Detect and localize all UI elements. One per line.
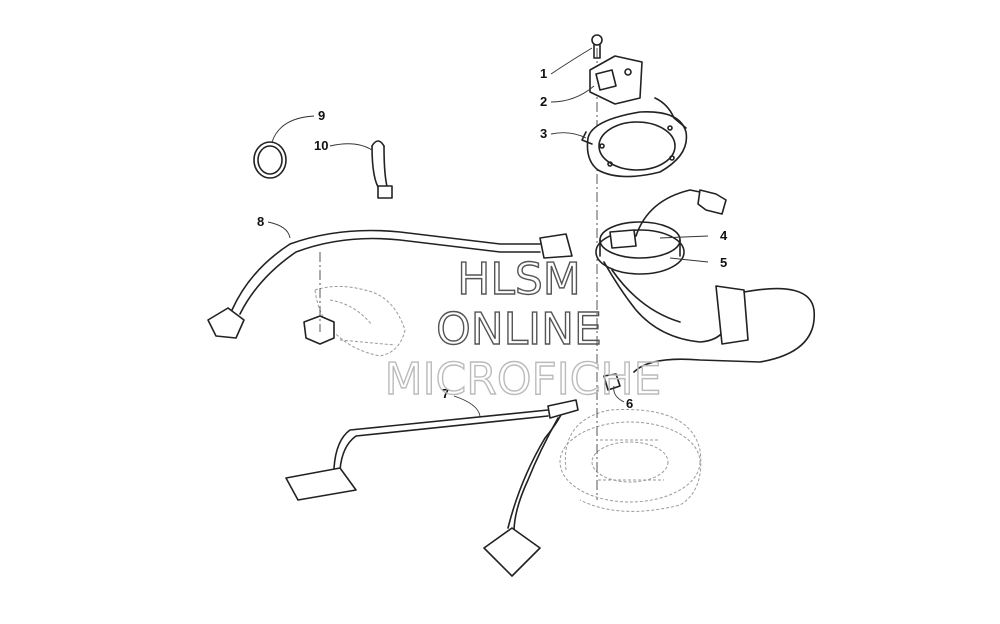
fuel-hose-quick-connector [539,233,573,259]
pump-harness-connector [697,189,727,215]
fuel-pump-connector-ghost [303,315,335,345]
watermark-line-2: ONLINE [436,304,602,355]
fuel-pump-assembly-part [595,189,815,373]
pump-filter-sleeve [715,285,749,345]
vent-pad-left [285,467,357,501]
watermark-line-3: MICROFICHE [385,354,662,405]
callout-6: 6 [626,396,633,411]
connector-bracket-part [589,55,643,105]
callout-5: 5 [720,255,727,270]
callout-2: 2 [540,94,547,109]
frame-outline-ghost [303,286,406,357]
fuel-hose-part [207,229,573,339]
tank-outline-ghost [559,409,702,512]
screw-part [591,34,603,59]
cable-tie-part [371,140,393,199]
vent-pad-lower [483,527,541,577]
hose-fitting-part [603,373,621,391]
callout-7: 7 [442,386,449,401]
vent-hose-assembly-part [285,399,579,577]
callout-10: 10 [314,138,328,153]
callout-4: 4 [720,228,728,243]
callout-8: 8 [257,214,264,229]
hose-clamp-part [253,141,287,179]
pump-ring-part [581,97,688,178]
fuel-hose-end-connector [207,307,245,339]
callout-3: 3 [540,126,547,141]
watermark-line-1: HLSM [457,254,581,305]
callout-1: 1 [540,66,547,81]
callout-leaders [267,47,709,417]
callout-9: 9 [318,108,325,123]
